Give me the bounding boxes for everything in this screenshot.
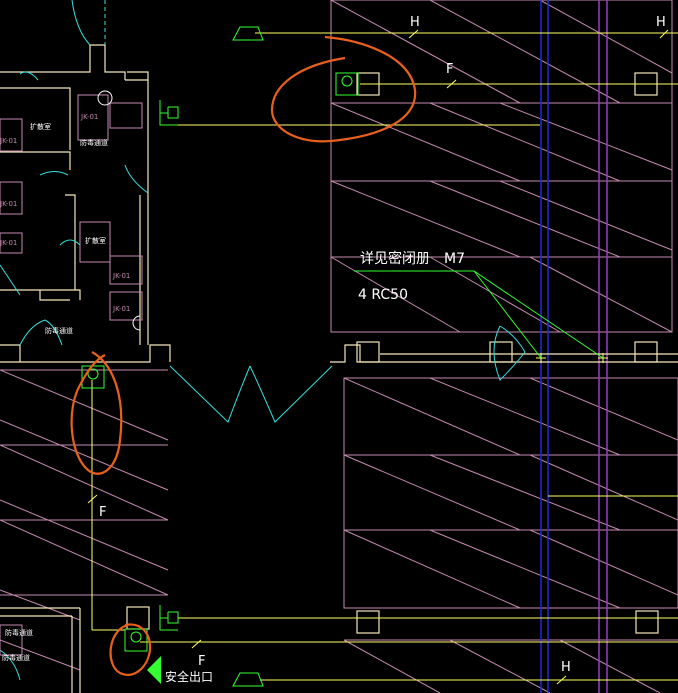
equipment-boxes xyxy=(0,94,143,656)
speaker-device-bottom xyxy=(232,672,264,687)
jk-label-3: JK-01 xyxy=(0,200,17,208)
equipment-circle-top xyxy=(97,90,113,106)
cables xyxy=(87,29,678,685)
sounder-bracket-bottom xyxy=(159,605,178,631)
exit-sign-label: 安全出口 xyxy=(165,669,213,684)
sounder-bracket-top xyxy=(159,100,178,126)
hatch-panel-lower-right xyxy=(343,377,678,693)
room-label-f: 防毒通道 xyxy=(2,653,30,662)
speaker-device-top xyxy=(232,26,264,41)
markup-circle-top xyxy=(270,35,417,143)
label-f-top: F xyxy=(446,62,453,77)
exit-sign-arrow xyxy=(147,656,161,684)
leader-line xyxy=(354,270,604,359)
riser-blue xyxy=(540,0,549,693)
jk-label-2: JK-01 xyxy=(0,137,17,145)
label-f-bottom: F xyxy=(198,654,205,669)
smoke-detector-top xyxy=(335,72,359,96)
device-symbols xyxy=(81,26,359,687)
jk-label-1: JK-01 xyxy=(80,113,98,121)
leader-note-line2: 4 RC50 xyxy=(358,287,408,303)
hatch-panel-left xyxy=(0,369,169,671)
room-label-e: 防毒通道 xyxy=(5,628,33,637)
riser-purple xyxy=(598,0,608,693)
markup-circle-left xyxy=(70,351,123,475)
jk-label-4: JK-01 xyxy=(0,239,17,247)
label-h-bottom: H xyxy=(561,660,571,675)
doors xyxy=(0,0,526,681)
equipment-c-marker xyxy=(132,315,141,331)
label-f-left: F xyxy=(99,505,106,520)
jk-label-6: JK-01 xyxy=(112,305,130,313)
room-label-a: 扩散室 xyxy=(30,122,51,131)
smoke-detector-bottom xyxy=(124,628,148,652)
label-h-top-left: H xyxy=(410,15,420,30)
label-h-top-right: H xyxy=(656,15,666,30)
room-label-d: 防毒通道 xyxy=(45,326,73,335)
hatch-panel-upper-right xyxy=(330,0,673,333)
markup-circle-bottom xyxy=(109,623,152,676)
leader-note-line1: 详见密闭册 M7 xyxy=(360,250,465,267)
room-label-c: 防毒通道 xyxy=(80,138,108,147)
jk-label-5: JK-01 xyxy=(112,272,130,280)
markup-circles xyxy=(70,35,417,676)
room-label-b: 扩散室 xyxy=(85,236,106,245)
